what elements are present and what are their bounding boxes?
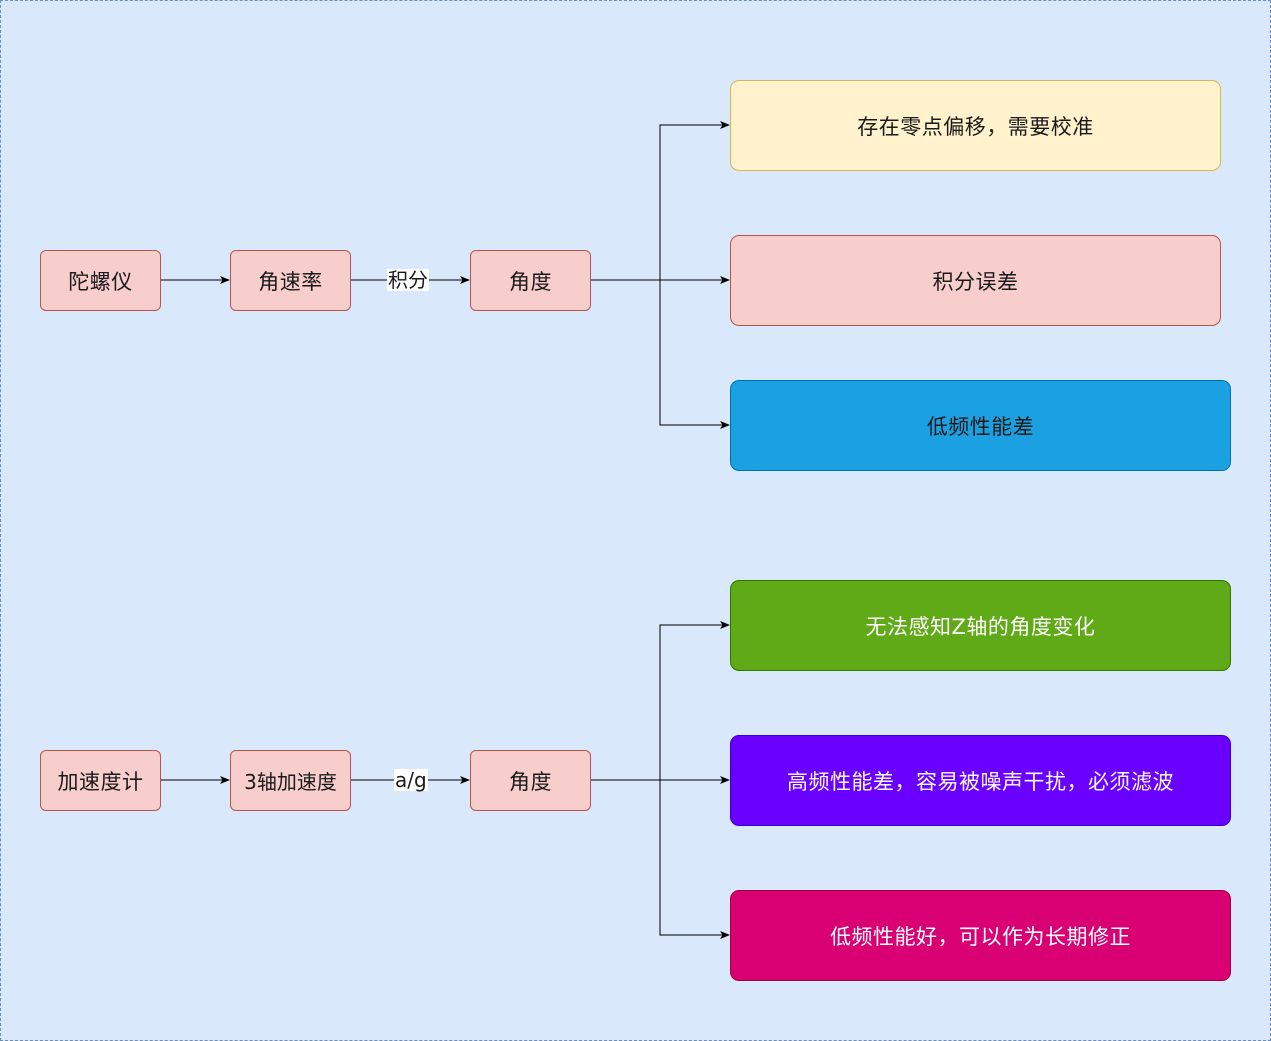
accelerometer-label: 加速度计 [57,769,144,794]
accel-angle-node[interactable]: 角度 [470,750,591,811]
arrow-angle-to-trait-1 [590,121,730,281]
gyro-angle-node[interactable]: 角度 [470,250,591,311]
accel-trait-no-z-axis[interactable]: 无法感知Z轴的角度变化 [730,580,1231,671]
three-axis-accel-label: 3轴加速度 [244,770,337,794]
accelerometer-node[interactable]: 加速度计 [40,750,161,811]
gyro-trait-zero-offset[interactable]: 存在零点偏移，需要校准 [730,80,1221,171]
angular-rate-label: 角速率 [258,269,323,294]
three-axis-accel-node[interactable]: 3轴加速度 [230,750,351,811]
gyro-trait-zero-offset-label: 存在零点偏移，需要校准 [857,114,1094,139]
gyro-angle-label: 角度 [509,269,552,294]
gyro-trait-low-freq-label: 低频性能差 [926,414,1035,439]
arrow-angle-to-accel-trait-1 [590,621,730,781]
accel-angle-label: 角度 [509,769,552,794]
arrow-angle-to-accel-trait-3 [659,780,730,939]
gyro-trait-low-freq[interactable]: 低频性能差 [730,380,1231,471]
ag-edge-label: a/g [394,768,428,792]
angular-rate-node[interactable]: 角速率 [230,250,351,311]
gyroscope-node[interactable]: 陀螺仪 [40,250,161,311]
gyro-trait-integration-error-label: 积分误差 [932,269,1019,294]
accel-trait-no-z-axis-label: 无法感知Z轴的角度变化 [865,614,1096,639]
arrow-angle-to-trait-3 [659,280,730,429]
accel-trait-high-freq-label: 高频性能差，容易被噪声干扰，必须滤波 [787,769,1174,794]
gyro-trait-integration-error[interactable]: 积分误差 [730,235,1221,326]
accel-trait-low-freq[interactable]: 低频性能好，可以作为长期修正 [730,890,1231,981]
accel-trait-low-freq-label: 低频性能好，可以作为长期修正 [830,924,1131,949]
integration-edge-label: 积分 [387,268,429,292]
accel-trait-high-freq[interactable]: 高频性能差，容易被噪声干扰，必须滤波 [730,735,1231,826]
gyroscope-label: 陀螺仪 [68,269,133,294]
